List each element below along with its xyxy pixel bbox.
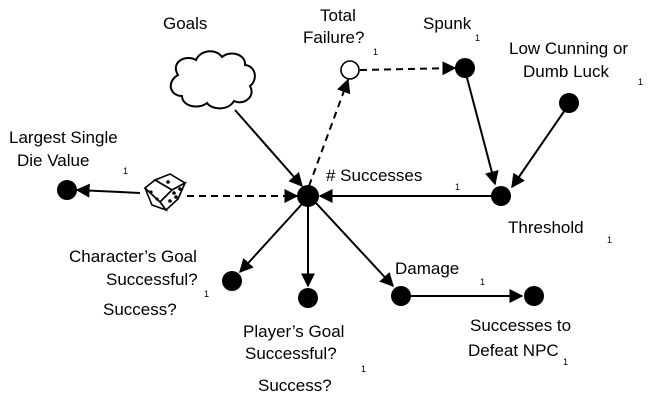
label-threshold-sub: 1 — [607, 235, 612, 245]
node-character-goal — [222, 271, 242, 291]
label-damage: Damage — [395, 259, 459, 278]
edge-goals-to-successes — [234, 109, 303, 188]
label-threshold: Threshold — [508, 218, 584, 237]
node-player-goal — [298, 288, 318, 308]
label-player-goal-3: Success? — [258, 376, 332, 395]
node-successes — [297, 185, 319, 207]
label-player-goal-sub: 1 — [361, 364, 366, 374]
label-low-cunning-2: Dumb Luck — [523, 62, 609, 81]
node-defeat-npc — [524, 286, 544, 306]
label-character-goal-1: Character’s Goal — [69, 247, 197, 266]
node-damage — [391, 286, 411, 306]
node-largest-die — [57, 180, 77, 200]
node-threshold — [491, 186, 511, 206]
edge-successes-to-charactergoal — [239, 203, 303, 274]
label-low-cunning-sub: 1 — [638, 77, 643, 87]
label-total-failure-sub: 1 — [373, 47, 378, 57]
label-defeat-npc-sub: 1 — [563, 357, 568, 367]
label-character-goal-3: Success? — [103, 300, 177, 319]
edge-total-failure-to-spunk — [359, 61, 457, 76]
label-largest-die-1: Largest Single — [9, 128, 118, 147]
label-spunk: Spunk — [423, 14, 472, 33]
label-largest-die-2: Die Value — [17, 151, 89, 170]
edge-successes-to-damage — [315, 202, 394, 288]
label-goals: Goals — [163, 14, 207, 33]
label-successes: # Successes — [326, 166, 422, 185]
label-defeat-npc-1: Successes to — [470, 316, 571, 335]
label-total-failure-2: Failure? — [303, 28, 364, 47]
label-damage-sub: 1 — [480, 277, 485, 287]
label-character-goal-2: Successful? — [106, 270, 198, 289]
label-low-cunning-1: Low Cunning or — [509, 39, 628, 58]
label-largest-die-sub: 1 — [123, 166, 128, 176]
label-defeat-npc-2: Defeat NPC — [468, 341, 559, 360]
label-spunk-sub: 1 — [475, 33, 480, 43]
node-spunk — [455, 58, 475, 78]
node-total-failure — [340, 60, 360, 80]
label-player-goal-1: Player’s Goal — [243, 322, 344, 341]
edge-lowcunning-to-threshold — [511, 109, 566, 189]
edge-spunk-to-threshold — [465, 73, 499, 186]
edge-die-to-largest — [75, 183, 141, 198]
label-player-goal-2: Successful? — [245, 344, 337, 363]
edge-successes-to-total-failure — [308, 78, 351, 187]
die-icon — [143, 173, 187, 212]
label-successes-sub: 1 — [455, 182, 460, 192]
node-low-cunning — [559, 93, 579, 113]
label-total-failure-1: Total — [320, 6, 356, 25]
cloud-icon — [169, 50, 256, 110]
label-character-goal-sub: 1 — [204, 289, 209, 299]
